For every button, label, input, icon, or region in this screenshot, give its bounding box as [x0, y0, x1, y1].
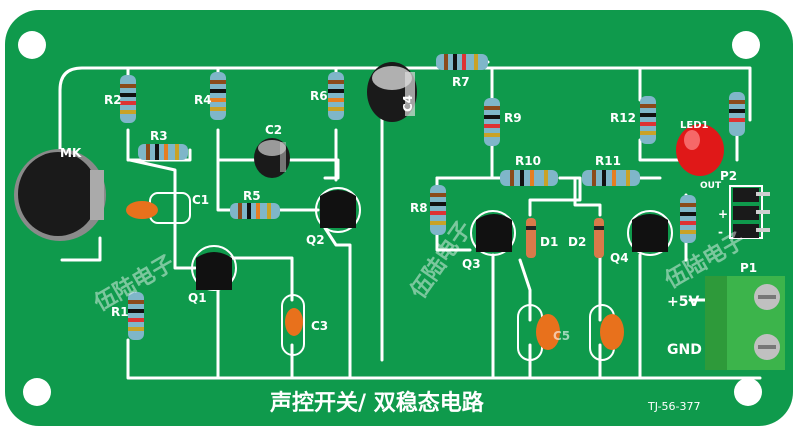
header-p2: [733, 188, 770, 238]
resistor-r1: [128, 292, 144, 340]
resistor-r11: [582, 170, 640, 186]
label-r9: R9: [504, 111, 522, 125]
board-model: TJ-56-377: [647, 400, 701, 413]
transistors: [196, 190, 668, 290]
label-r10: R10: [515, 154, 541, 168]
capacitor-c1: [126, 201, 158, 219]
resistor-r3: [138, 144, 188, 160]
transistor-q2: [320, 190, 356, 228]
label-r3: R3: [150, 129, 168, 143]
capacitor-c6: [600, 314, 624, 350]
resistor-r4: [210, 72, 226, 120]
resistor-r7: [436, 54, 488, 70]
label-r11: R11: [595, 154, 621, 168]
label-d2: D2: [568, 235, 586, 249]
label-mk: MK: [60, 146, 82, 160]
capacitor-c2: [254, 138, 290, 178]
label-r8: R8: [410, 201, 428, 215]
resistor-r9: [484, 98, 500, 146]
led1: [676, 124, 724, 176]
mounting-holes: [18, 31, 762, 406]
resistor-r14: [680, 195, 696, 243]
ceramic-capacitors: [126, 201, 624, 350]
label-gnd: GND: [667, 342, 702, 358]
capacitor-c5: [536, 314, 560, 350]
resistor-r2: [120, 75, 136, 123]
terminal-block-p1: [705, 276, 785, 370]
resistor-r8: [430, 185, 446, 235]
microphone-mk: [14, 149, 106, 241]
label-r12: R12: [610, 111, 636, 125]
resistor-r12: [640, 96, 656, 144]
label-q3: Q3: [462, 257, 481, 271]
board-title: 声控开关/ 双稳态电路: [269, 390, 485, 416]
label-r5: R5: [243, 189, 261, 203]
label-p2: P2: [720, 169, 737, 183]
label-q4: Q4: [610, 251, 629, 265]
capacitor-c4: [367, 62, 417, 122]
label-p1: P1: [740, 261, 757, 275]
resistor-r5: [230, 203, 280, 219]
label-c1: C1: [192, 193, 209, 207]
label-r4: R4: [194, 93, 212, 107]
label-q1: Q1: [188, 291, 207, 305]
capacitor-c3: [285, 308, 303, 336]
diodes: [526, 218, 604, 258]
diode-d2: [594, 218, 604, 258]
power-labels: +5V GND: [667, 294, 702, 358]
transistor-q4: [632, 214, 668, 252]
label-c4: C4: [401, 95, 415, 112]
resistors: [120, 54, 745, 340]
label-p2-minus: -: [718, 225, 723, 239]
resistor-r6: [328, 72, 344, 120]
label-q2: Q2: [306, 233, 325, 247]
label-d1: D1: [540, 235, 558, 249]
label-c5: C5: [553, 329, 570, 343]
pcb-substrate: [5, 10, 793, 426]
label-c2: C2: [265, 123, 282, 137]
label-r6: R6: [310, 89, 328, 103]
electrolytic-capacitors: [254, 62, 417, 178]
label-plus-5v: +5V: [667, 294, 699, 310]
resistor-r10: [500, 170, 558, 186]
label-r1: R1: [111, 305, 129, 319]
transistor-q3: [476, 214, 512, 252]
transistor-q1: [196, 252, 232, 290]
label-p2-out: OUT: [700, 181, 722, 191]
label-c3: C3: [311, 319, 328, 333]
diode-d1: [526, 218, 536, 258]
resistor-r13: [729, 92, 745, 136]
label-led1: LED1: [680, 120, 709, 131]
label-r7: R7: [452, 75, 470, 89]
label-p2-plus: +: [718, 207, 728, 221]
silkscreen-labels: MK R2 R4 R6 R3 C1 C2 R5 Q2 Q1 R1 C3 C4 R…: [60, 75, 757, 343]
label-r2: R2: [104, 93, 122, 107]
